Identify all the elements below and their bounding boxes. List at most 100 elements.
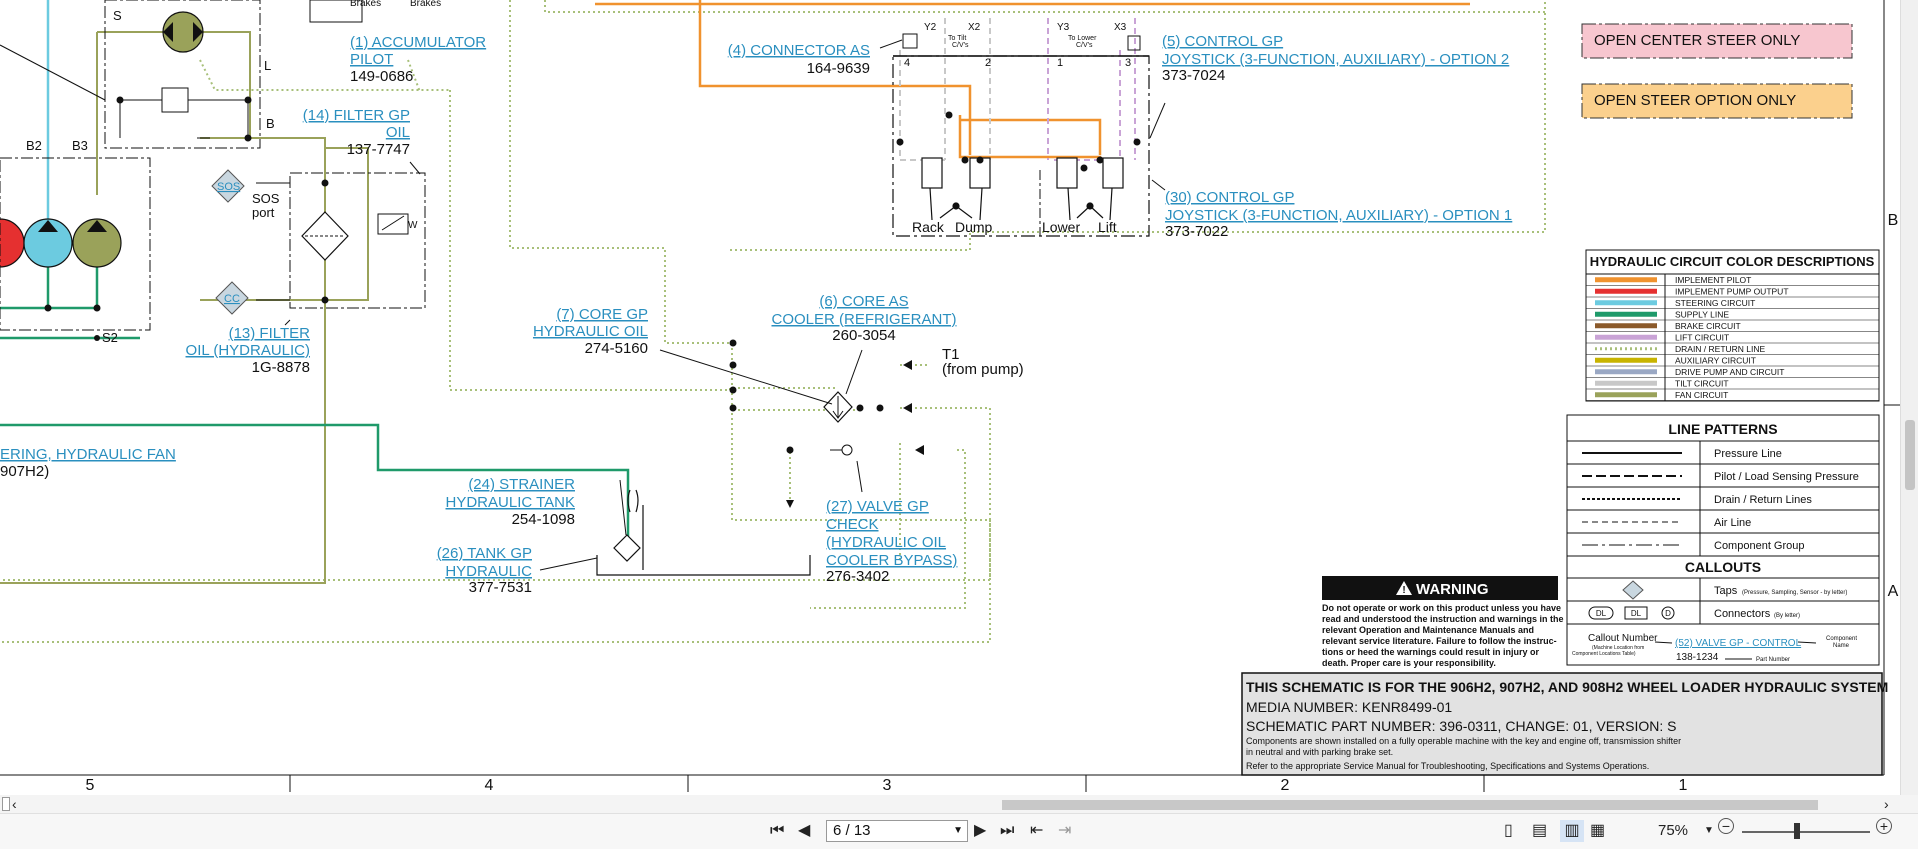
zoom-dropdown-chevron-icon[interactable]: ▼ — [1704, 825, 1714, 836]
zoom-out-button[interactable]: − — [1718, 818, 1734, 834]
zoom-level[interactable]: 75% — [1657, 822, 1689, 839]
option-boxes: OPEN CENTER STEER ONLY OPEN STEER OPTION… — [1581, 23, 1853, 119]
filter-hyd-callout-l2[interactable]: OIL (HYDRAULIC) — [186, 342, 310, 359]
control5-part: 373-7024 — [1162, 67, 1225, 84]
title-note3: Refer to the appropriate Service Manual … — [1246, 761, 1649, 771]
core7-callout[interactable]: (7) CORE GP — [556, 306, 648, 323]
scroll-right-arrow-icon[interactable]: › — [1884, 796, 1889, 812]
svg-text:L: L — [264, 58, 271, 73]
svg-text:Lower: Lower — [1042, 219, 1080, 235]
connector-part: 164-9639 — [807, 60, 870, 77]
strainer-callout[interactable]: (24) STRAINER — [468, 476, 575, 493]
accumulator-part: 149-0686 — [350, 68, 413, 85]
valve27-callout-l2[interactable]: CHECK — [826, 516, 879, 533]
pattern-drain: Drain / Return Lines — [1714, 494, 1812, 506]
legend-title: HYDRAULIC CIRCUIT COLOR DESCRIPTIONS — [1590, 254, 1875, 269]
filter-oil-callout-l2[interactable]: OIL — [386, 124, 410, 141]
core6-part: 260-3054 — [832, 327, 895, 344]
grid-col-3: 3 — [883, 777, 892, 794]
grid-col-5: 5 — [86, 777, 95, 794]
grid-col-2: 2 — [1281, 777, 1290, 794]
vertical-scrollbar[interactable] — [1900, 0, 1918, 795]
core6-callout-l2[interactable]: COOLER (REFRIGERANT) — [771, 311, 956, 328]
filter-hyd-callout[interactable]: (13) FILTER — [229, 325, 311, 342]
connector-dl-box: DL — [1631, 609, 1642, 618]
legend-label-fan: FAN CIRCUIT — [1675, 390, 1728, 400]
next-page-icon[interactable]: ▶ — [974, 822, 987, 839]
two-page-continuous-icon[interactable]: ▦ — [1590, 822, 1606, 839]
svg-text:3: 3 — [1125, 57, 1131, 69]
zoom-in-button[interactable]: + — [1876, 818, 1892, 834]
tank-symbol — [596, 489, 811, 576]
svg-text:relevant service literature. F: relevant service literature. Failure to … — [1322, 636, 1557, 646]
connector-callout[interactable]: (4) CONNECTOR AS — [728, 42, 870, 59]
legend-label-steering: STEERING CIRCUIT — [1675, 298, 1755, 308]
cooler-symbol — [823, 391, 853, 423]
svg-text:!: ! — [1402, 585, 1405, 596]
valve27-callout[interactable]: (27) VALVE GP — [826, 498, 929, 515]
continuous-view-icon[interactable]: ▤ — [1532, 822, 1548, 839]
legend-label-tilt: TILT CIRCUIT — [1675, 379, 1729, 389]
callout-number-label: Callout Number — [1588, 633, 1658, 644]
horizontal-scrollbar[interactable]: ‹ › — [0, 795, 1918, 813]
page-number-value: 6 / 13 — [833, 822, 871, 839]
svg-text:Y2: Y2 — [924, 22, 937, 33]
strainer-callout-l2[interactable]: HYDRAULIC TANK — [446, 494, 575, 511]
svg-text:Lift: Lift — [1098, 219, 1117, 235]
svg-text:read and understood the instru: read and understood the instruction and … — [1322, 614, 1564, 624]
last-page-icon[interactable]: ⏭ — [1000, 822, 1015, 839]
page-number-input[interactable]: 6 / 13 ▼ — [826, 820, 968, 842]
t1-label: T1 — [942, 346, 960, 363]
tank-callout[interactable]: (26) TANK GP — [437, 545, 532, 562]
svg-text:X2: X2 — [968, 22, 981, 33]
core6-callout[interactable]: (6) CORE AS — [819, 293, 908, 310]
open-center-label: OPEN CENTER STEER ONLY — [1594, 32, 1800, 49]
callout-sub1: (Machine Location from — [1592, 645, 1644, 651]
zoom-slider-track[interactable] — [1742, 831, 1870, 833]
color-legend: HYDRAULIC CIRCUIT COLOR DESCRIPTIONS IMP… — [1585, 249, 1880, 402]
core7-callout-l2[interactable]: HYDRAULIC OIL — [533, 323, 648, 340]
fan-callout[interactable]: ERING, HYDRAULIC FAN — [0, 446, 176, 463]
first-page-icon[interactable]: ⏮ — [770, 822, 785, 839]
cc-tap-label[interactable]: CC — [224, 293, 240, 305]
control5-callout-l2[interactable]: JOYSTICK (3-FUNCTION, AUXILIARY) - OPTIO… — [1162, 51, 1509, 68]
go-back-view-icon[interactable]: ⇤ — [1030, 822, 1044, 839]
drawing-border: 5 4 3 2 1 B A — [0, 0, 1900, 794]
svg-text:Y3: Y3 — [1057, 22, 1070, 33]
two-page-view-icon[interactable]: ▥ — [1560, 820, 1584, 842]
svg-text:B2: B2 — [26, 138, 42, 153]
scroll-left-arrow-icon[interactable]: ‹ — [12, 796, 17, 812]
filter-hyd-part: 1G-8878 — [252, 359, 310, 376]
document-viewport[interactable]: Y2 X2 Y3 X3 To Tilt C/V's To Lower C/V's… — [0, 0, 1900, 795]
single-page-view-icon[interactable]: ▯ — [1504, 822, 1513, 839]
valve27-callout-l4[interactable]: COOLER BYPASS) — [826, 552, 957, 569]
connector-d-circle: D — [1665, 609, 1671, 618]
control5-callout[interactable]: (5) CONTROL GP — [1162, 33, 1283, 50]
open-steer-label: OPEN STEER OPTION ONLY — [1594, 92, 1796, 109]
joystick-function-labels: Rack Dump Lower Lift — [912, 219, 1117, 235]
vertical-scroll-thumb[interactable] — [1905, 420, 1915, 490]
tank-callout-l2[interactable]: HYDRAULIC — [445, 563, 532, 580]
sos-tap-label[interactable]: SOS — [217, 181, 240, 193]
filter-oil-part: 137-7747 — [347, 141, 410, 158]
connectors-sub: (By letter) — [1774, 613, 1800, 619]
connector-icon — [902, 33, 918, 49]
accumulator-callout-l2[interactable]: PILOT — [350, 51, 393, 68]
valve27-part: 276-3402 — [826, 568, 889, 585]
connector-dl-pill: DL — [1596, 609, 1607, 618]
legend-label-implement_pilot: IMPLEMENT PILOT — [1675, 275, 1751, 285]
prev-page-icon[interactable]: ◀ — [798, 822, 811, 839]
control30-callout-l2[interactable]: JOYSTICK (3-FUNCTION, AUXILIARY) - OPTIO… — [1165, 207, 1512, 224]
filter-oil-callout[interactable]: (14) FILTER GP — [303, 107, 410, 124]
horizontal-scroll-thumb[interactable] — [1002, 800, 1818, 810]
go-forward-view-icon[interactable]: ⇥ — [1058, 822, 1072, 839]
zoom-slider-thumb[interactable] — [1794, 823, 1800, 839]
title-part: SCHEMATIC PART NUMBER: 396-0311, CHANGE:… — [1246, 718, 1677, 734]
control30-callout[interactable]: (30) CONTROL GP — [1165, 189, 1294, 206]
svg-text:Brakes: Brakes — [350, 0, 381, 9]
page-dropdown-chevron-icon[interactable]: ▼ — [953, 825, 963, 836]
valve27-callout-l3[interactable]: (HYDRAULIC OIL — [826, 534, 946, 551]
flow-arrows — [786, 360, 924, 508]
svg-text:Rack: Rack — [912, 219, 945, 235]
accumulator-callout[interactable]: (1) ACCUMULATOR — [350, 34, 486, 51]
